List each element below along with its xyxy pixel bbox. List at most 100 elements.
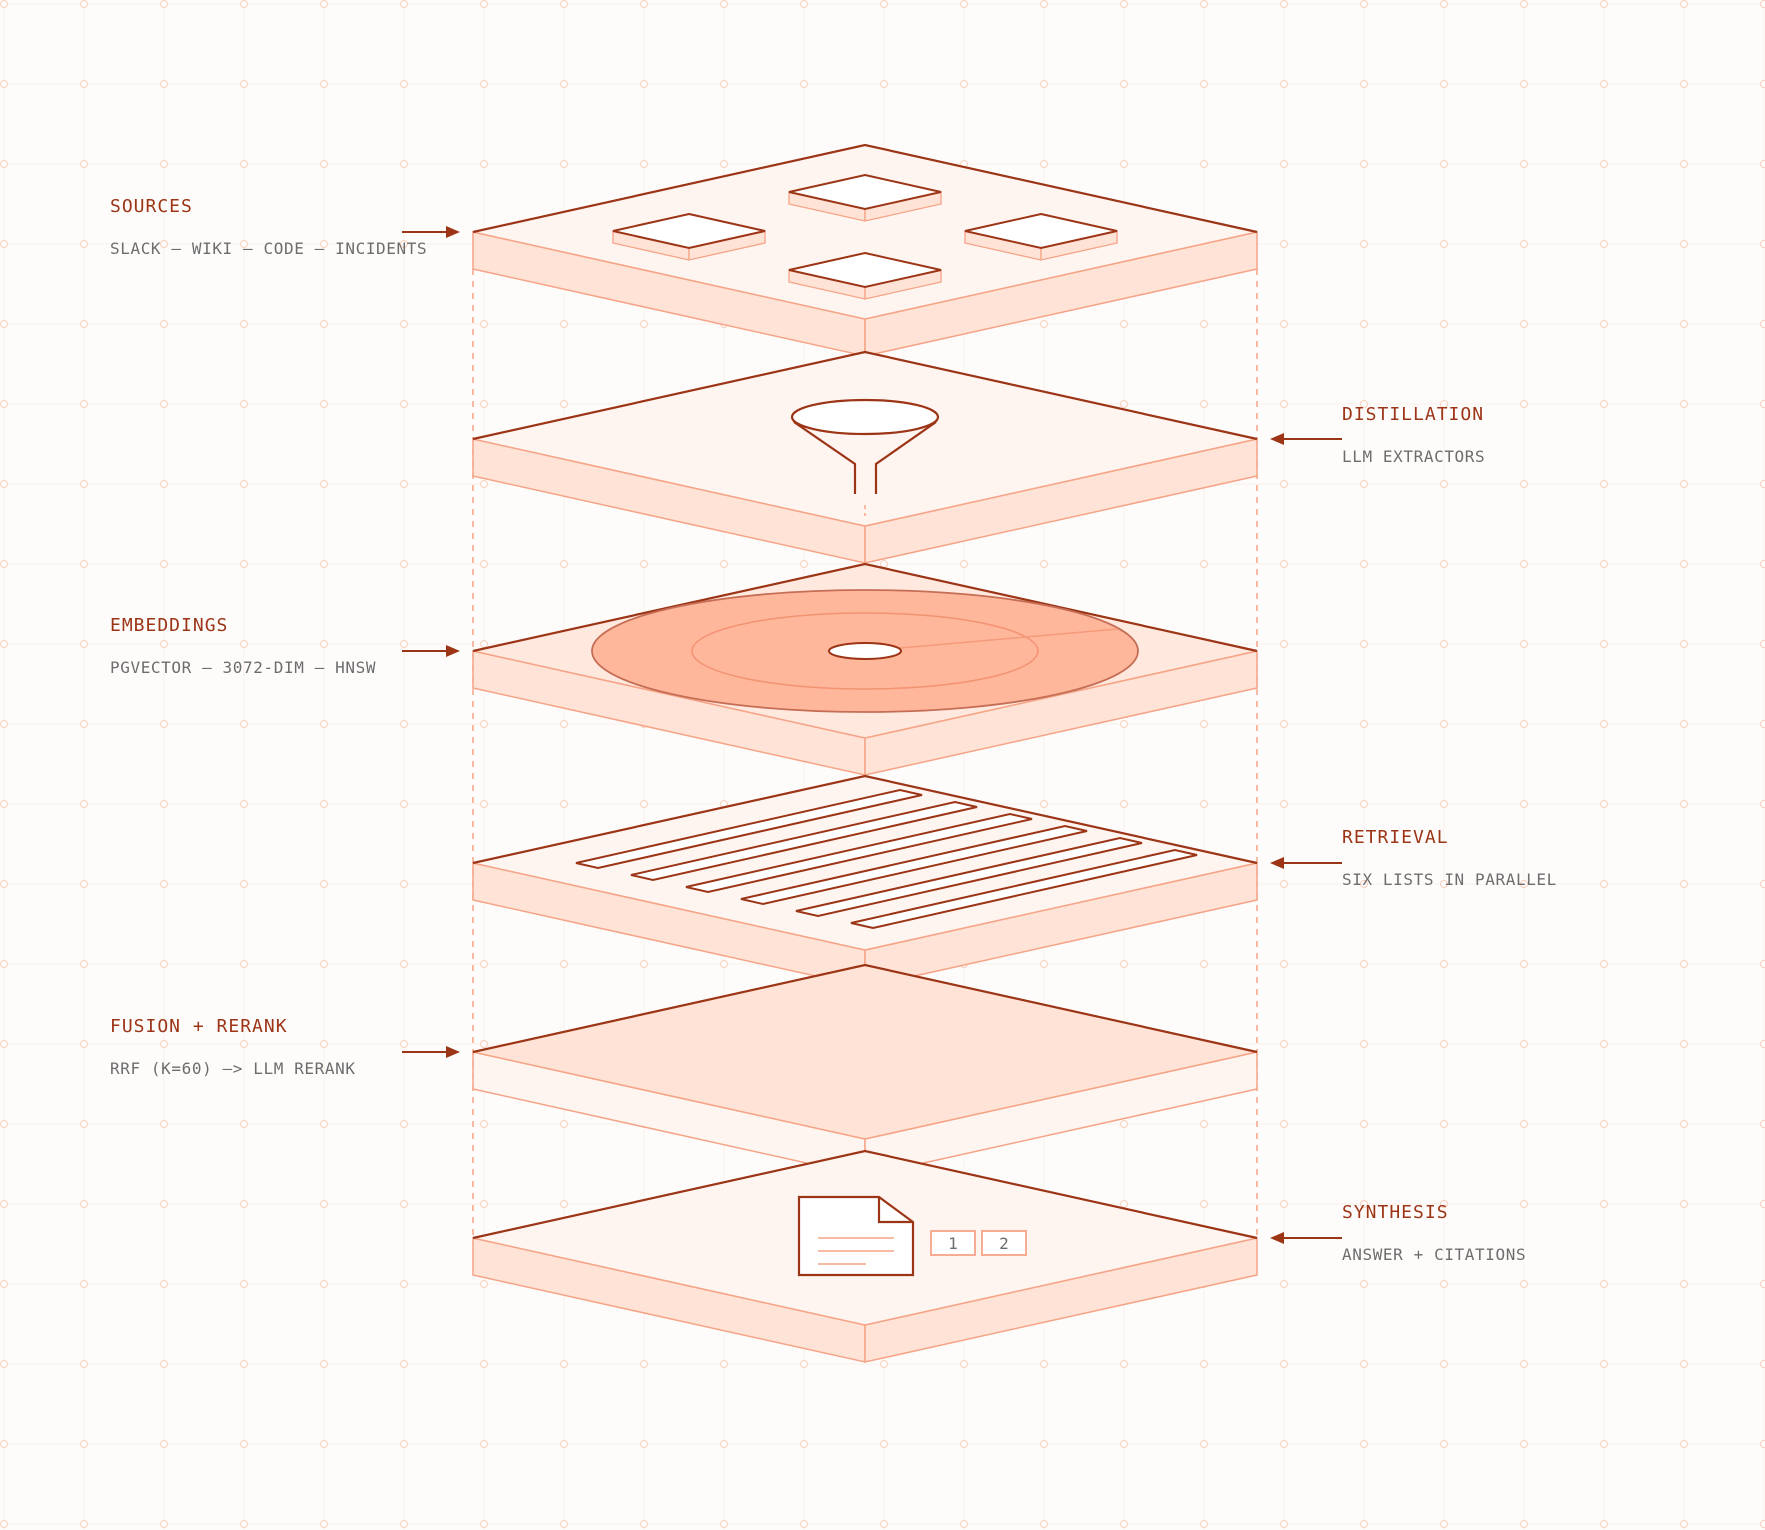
grid-dot	[1360, 1200, 1368, 1208]
grid-dot	[1360, 80, 1368, 88]
grid-dot	[1360, 480, 1368, 488]
grid-dot	[1200, 1520, 1208, 1528]
grid-dot	[1680, 160, 1688, 168]
grid-dot	[1760, 1280, 1765, 1288]
grid-dot	[400, 800, 408, 808]
grid-dot	[1360, 640, 1368, 648]
grid-dot	[1680, 880, 1688, 888]
grid-dot	[1040, 80, 1048, 88]
grid-dot	[1280, 1440, 1288, 1448]
layer-subtitle-sources: SLACK — WIKI — CODE — INCIDENTS	[110, 239, 428, 258]
grid-dot	[1360, 1040, 1368, 1048]
grid-dot	[560, 80, 568, 88]
grid-dot	[160, 880, 168, 888]
grid-dot	[1680, 1440, 1688, 1448]
grid-dot	[1280, 320, 1288, 328]
list-bar	[630, 800, 978, 882]
grid-dot	[320, 1280, 328, 1288]
grid-dot	[0, 560, 8, 568]
grid-dot	[0, 1360, 8, 1368]
layer-title-embeddings: EMBEDDINGS	[110, 615, 229, 636]
grid-dot	[160, 240, 168, 248]
grid-dot	[1280, 1360, 1288, 1368]
grid-dot	[0, 1280, 8, 1288]
grid-dot	[1280, 720, 1288, 728]
grid-dot	[1600, 1120, 1608, 1128]
grid-dot	[400, 1040, 408, 1048]
grid-dot	[1600, 1440, 1608, 1448]
grid-dot	[1760, 1360, 1765, 1368]
slab-back-edge	[472, 562, 1258, 653]
grid-dot	[480, 800, 488, 808]
grid-dot	[1440, 1200, 1448, 1208]
grid-dot	[1120, 160, 1128, 168]
grid-dot	[560, 400, 568, 408]
grid-dot	[320, 640, 328, 648]
grid-dot	[1680, 1040, 1688, 1048]
grid-dot	[1440, 800, 1448, 808]
grid-dot	[880, 1520, 888, 1528]
grid-dot	[80, 1040, 88, 1048]
label-retrieval: RETRIEVAL SIX LISTS IN PARALLEL	[1342, 827, 1557, 889]
grid-dot	[240, 320, 248, 328]
grid-dot	[1520, 480, 1528, 488]
grid-dot	[1280, 1200, 1288, 1208]
grid-dot	[0, 960, 8, 968]
citation-box	[981, 1230, 1027, 1256]
grid-dot	[320, 560, 328, 568]
list-bar	[850, 848, 1198, 930]
grid-dot	[1600, 0, 1608, 8]
grid-dot	[1440, 480, 1448, 488]
label-sources: SOURCES SLACK — WIKI — CODE — INCIDENTS	[110, 196, 427, 258]
grid-dot	[1280, 240, 1288, 248]
list-bar	[575, 788, 923, 870]
grid-dot	[1680, 400, 1688, 408]
grid-dot	[0, 240, 8, 248]
slab-fusion	[472, 963, 1258, 1177]
grid-dot	[480, 720, 488, 728]
grid-dot	[1680, 640, 1688, 648]
tile-top-face	[964, 212, 1118, 250]
grid-dot	[1680, 480, 1688, 488]
grid-dot	[560, 1520, 568, 1528]
grid-dot	[1040, 560, 1048, 568]
vector-disc-icon	[591, 589, 1139, 713]
slab-front-edge	[472, 231, 1258, 320]
grid-dot	[0, 320, 8, 328]
grid-dot	[720, 0, 728, 8]
grid-dot	[320, 1120, 328, 1128]
grid-dot	[1360, 240, 1368, 248]
grid-dot	[80, 480, 88, 488]
grid-dot	[80, 1520, 88, 1528]
grid-dot	[1520, 640, 1528, 648]
grid-dot	[1120, 1520, 1128, 1528]
grid-dot	[560, 560, 568, 568]
grid-dot	[480, 80, 488, 88]
grid-dot	[560, 1360, 568, 1368]
citation-box	[930, 1230, 976, 1256]
document-fold	[877, 1197, 913, 1224]
grid-dot	[160, 960, 168, 968]
grid-dot	[1120, 320, 1128, 328]
grid-dot	[960, 80, 968, 88]
grid-dot	[400, 560, 408, 568]
grid-dot	[1280, 880, 1288, 888]
grid-dot	[1120, 1440, 1128, 1448]
grid-dot	[560, 960, 568, 968]
grid-dot	[1520, 240, 1528, 248]
grid-dot	[1760, 320, 1765, 328]
grid-dot	[240, 960, 248, 968]
tile-top-face	[612, 212, 766, 250]
grid-dot	[560, 320, 568, 328]
grid-dot	[160, 1440, 168, 1448]
grid-dot	[1520, 1280, 1528, 1288]
grid-dot	[1760, 400, 1765, 408]
grid-dot	[480, 1120, 488, 1128]
grid-dot	[1120, 960, 1128, 968]
arrow-head	[1270, 433, 1284, 445]
grid-dot	[80, 1280, 88, 1288]
grid-dot	[1680, 0, 1688, 8]
layer-subtitle-retrieval: SIX LISTS IN PARALLEL	[1342, 870, 1557, 889]
grid-dot	[1680, 960, 1688, 968]
grid-dot	[1360, 960, 1368, 968]
